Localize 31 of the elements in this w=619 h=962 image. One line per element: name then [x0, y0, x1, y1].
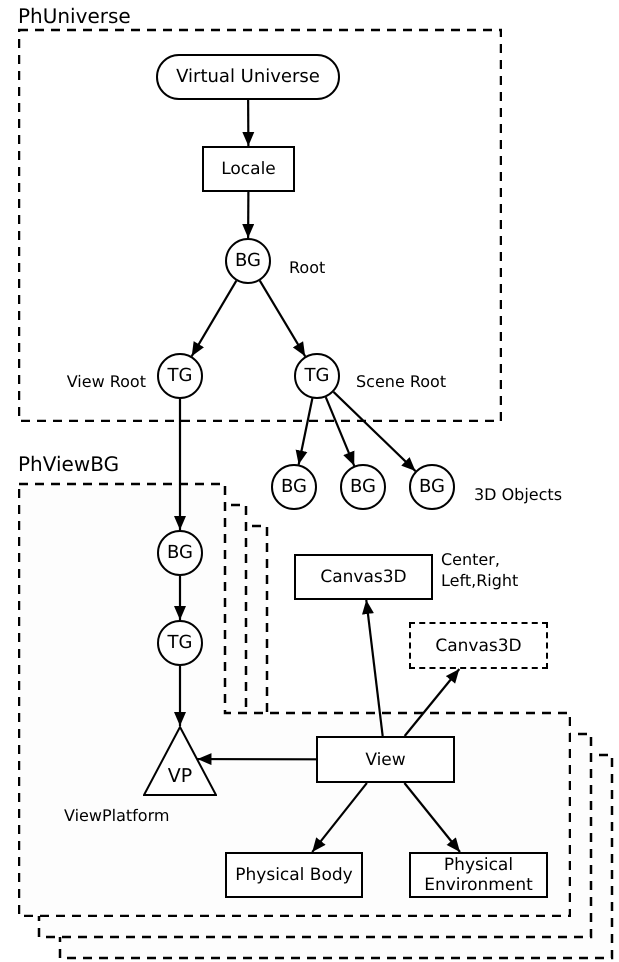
arrow: [258, 280, 306, 357]
dashed-box: Canvas3D: [409, 622, 548, 669]
group-caption: 3D Objects: [474, 484, 562, 506]
arrow: [242, 192, 254, 238]
arrow: [362, 600, 384, 736]
node-caption: Center, Left,Right: [441, 549, 520, 591]
process-box: View: [316, 736, 455, 783]
process-box: Canvas3D: [294, 554, 433, 600]
arrow: [324, 396, 356, 466]
process-box: Locale: [202, 146, 295, 192]
node-caption: Root: [289, 257, 326, 278]
arrow: [404, 782, 461, 853]
node-caption: ViewPlatform: [64, 805, 170, 826]
arrow: [296, 398, 314, 465]
group-title: PhUniverse: [18, 4, 131, 28]
arrow: [311, 782, 368, 853]
node-label: VP: [166, 764, 194, 788]
arrow: [404, 668, 460, 737]
arrow: [190, 280, 238, 357]
node-caption: Scene Root: [356, 371, 448, 392]
arrow: [174, 666, 186, 726]
arrow: [197, 753, 316, 766]
process-box: Physical Environment: [409, 852, 548, 898]
rounded-box: Virtual Universe: [156, 54, 340, 100]
arrow: [332, 391, 416, 472]
arrow: [242, 100, 254, 146]
node-caption: View Root: [66, 371, 146, 392]
process-box: Physical Body: [225, 852, 363, 898]
group-title: PhViewBG: [18, 452, 120, 476]
arrow: [174, 399, 186, 530]
arrow: [174, 576, 186, 620]
